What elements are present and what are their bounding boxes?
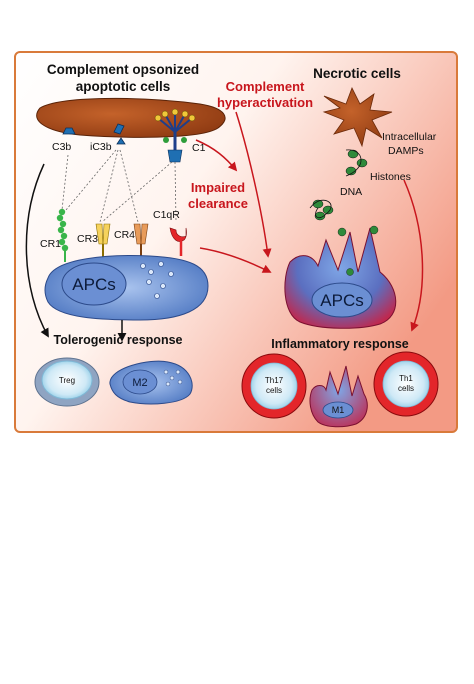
cr1-label: CR1 — [40, 238, 61, 250]
ic3b-label: iC3b — [90, 141, 112, 153]
intracellular-damps-line1: Intracellular — [382, 131, 437, 143]
histones-label: Histones — [370, 171, 411, 183]
intracellular-damps-line2: DAMPs — [388, 145, 424, 157]
necrotic-cells-title: Necrotic cells — [313, 66, 401, 81]
c3b-opsonin-icon — [62, 127, 76, 135]
treg-core — [41, 360, 93, 400]
left-title-line2: apoptotic cells — [76, 79, 171, 94]
ic3b-opsonin-icon — [113, 123, 125, 135]
c3b-label: C3b — [52, 141, 71, 153]
m1-nucleus — [322, 401, 354, 419]
receptor-binding-lines — [61, 149, 177, 223]
m2-vesicles — [163, 369, 183, 387]
ic3b-opsonin-small-icon — [116, 137, 126, 145]
histones-icon — [345, 149, 368, 177]
th1-label-line1: Th1 — [399, 374, 413, 383]
th1-label-line2: cells — [398, 384, 414, 393]
tolerogenic-arrow — [25, 163, 49, 338]
complement-hyperactivation-line1: Complement — [226, 79, 305, 94]
left-title-line1: Complement opsonized — [47, 62, 199, 77]
treg-label: Treg — [59, 376, 75, 385]
c1qr-receptor-icon — [169, 227, 187, 256]
inflammatory-response-title: Inflammatory response — [271, 337, 409, 351]
th17-label-line2: cells — [266, 386, 282, 395]
c1qr-label: C1qR — [153, 209, 180, 221]
apc-right-dna-dots — [337, 225, 379, 276]
tolerogenic-response-title: Tolerogenic response — [54, 333, 183, 347]
apc-right-label: APCs — [320, 291, 363, 310]
cr1-receptor-icon — [56, 208, 69, 262]
th17-label-line1: Th17 — [265, 376, 284, 385]
impaired-clearance-line1: Impaired — [191, 180, 245, 195]
c1-to-impaired-arrow — [195, 139, 238, 172]
necrotic-cell — [322, 87, 393, 148]
complement-hyperactivation-line2: hyperactivation — [217, 95, 313, 110]
c1-label: C1 — [192, 142, 206, 154]
m1-label: M1 — [332, 405, 345, 415]
apc-left-label: APCs — [72, 275, 115, 294]
cr3-label: CR3 — [77, 233, 98, 245]
apc-left-nucleus — [61, 262, 127, 306]
dna-icon — [309, 199, 334, 221]
cr4-label: CR4 — [114, 229, 135, 241]
impaired-to-apc-arrow — [199, 247, 272, 273]
necrotic-to-inflammatory-arrow — [403, 179, 424, 332]
cr3-receptor-icon — [95, 223, 111, 258]
m2-nucleus — [122, 369, 158, 395]
apc-right-nucleus — [311, 282, 373, 318]
hyperactivation-arrow — [235, 111, 272, 258]
th1-core — [382, 360, 430, 408]
impaired-clearance-line2: clearance — [188, 196, 248, 211]
dna-label: DNA — [340, 186, 362, 198]
apc-left-vesicles — [140, 261, 174, 299]
m2-label: M2 — [132, 377, 147, 389]
c1-complex-icon — [154, 108, 196, 163]
th17-core — [250, 362, 298, 410]
